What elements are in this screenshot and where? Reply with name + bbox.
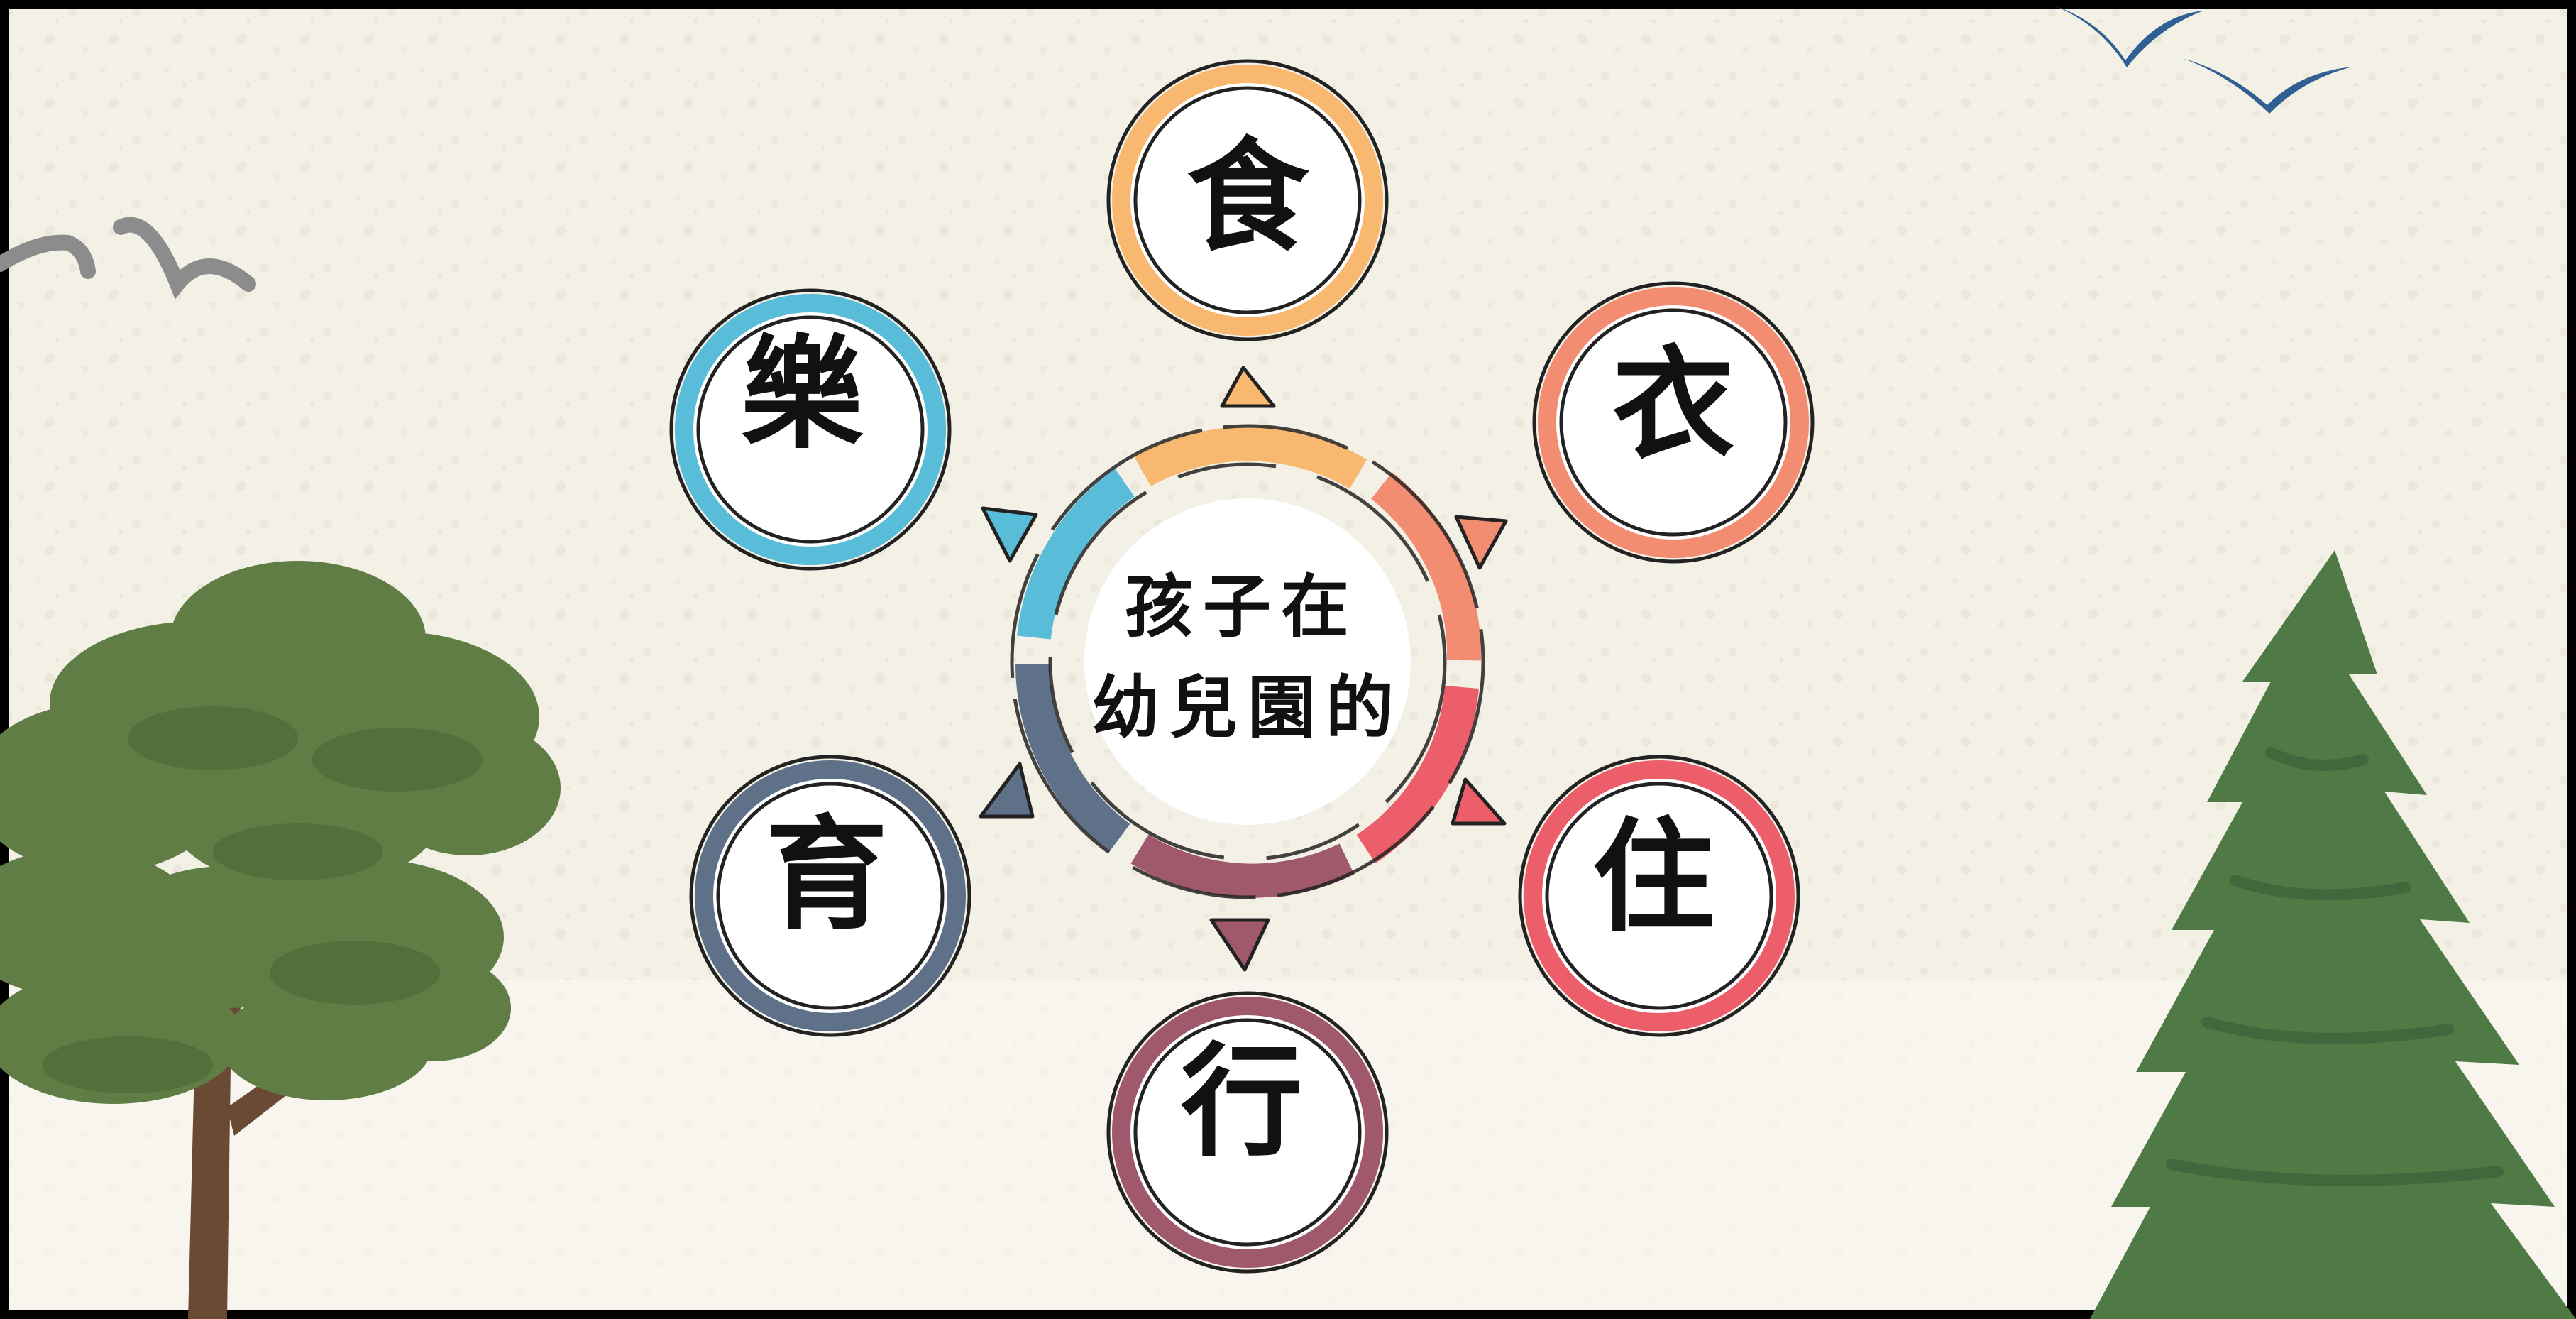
bird-blue-icon-1 bbox=[2054, 6, 2203, 67]
connector-chevrons bbox=[979, 366, 1508, 972]
node-recreation-outline-outer bbox=[669, 288, 952, 571]
chevron-education-icon bbox=[979, 762, 1035, 819]
tree-left-foliage-shade bbox=[43, 706, 483, 1093]
node-housing-label: 住 bbox=[1592, 806, 1714, 948]
node-clothing-outline-inner bbox=[1559, 308, 1788, 537]
node-food-label: 食 bbox=[1187, 126, 1310, 268]
ring-segment-education bbox=[1015, 663, 1130, 852]
center-title-line-1: 孩子在 bbox=[1125, 567, 1359, 647]
node-education-outline-outer bbox=[689, 755, 971, 1037]
node-housing-ring bbox=[1524, 760, 1795, 1031]
ring-segment-recreation bbox=[1017, 469, 1135, 640]
node-education-label: 育 bbox=[766, 804, 888, 946]
bird-grey-icon-1 bbox=[0, 234, 96, 279]
grey-birds-group bbox=[0, 217, 256, 300]
node-clothing-outline-outer bbox=[1532, 281, 1815, 564]
node-transport-outline-outer bbox=[1106, 991, 1389, 1274]
node-clothing-ring bbox=[1538, 287, 1809, 558]
ring-segment-housing bbox=[1356, 685, 1479, 863]
node-food-outline-outer bbox=[1106, 59, 1389, 341]
node-food: 食 bbox=[1106, 59, 1389, 341]
node-transport-label: 行 bbox=[1181, 1031, 1303, 1173]
node-recreation-label: 樂 bbox=[741, 323, 864, 466]
blue-birds-group bbox=[2054, 6, 2352, 114]
tree-left-foliage bbox=[0, 561, 561, 1104]
bird-grey-icon-2 bbox=[113, 217, 256, 300]
ring-segment-food bbox=[1134, 427, 1367, 489]
ring-segment-clothing bbox=[1370, 472, 1482, 661]
chevron-food-icon bbox=[1220, 366, 1276, 408]
center-ring-fill bbox=[1084, 498, 1411, 825]
node-education-outline-inner bbox=[716, 782, 945, 1010]
node-education: 育 bbox=[689, 755, 971, 1037]
tree-left-illustration bbox=[0, 561, 561, 1319]
center-ring-outline-outer bbox=[1010, 424, 1485, 899]
center-title-line-2: 幼兒園的 bbox=[1091, 668, 1404, 748]
pine-tree-shade bbox=[2166, 747, 2504, 1186]
node-recreation: 樂 bbox=[669, 288, 952, 571]
node-clothing: 衣 bbox=[1532, 281, 1815, 564]
node-transport-outline-inner bbox=[1133, 1018, 1362, 1247]
center-arrow-ring: 孩子在 幼兒園的 bbox=[1010, 424, 1485, 899]
node-housing: 住 bbox=[1518, 755, 1800, 1037]
node-transport-ring bbox=[1112, 997, 1383, 1268]
chevron-clothing-icon bbox=[1454, 515, 1508, 570]
chevron-housing-icon bbox=[1451, 777, 1507, 826]
bird-blue-icon-2 bbox=[2182, 58, 2352, 114]
node-recreation-outline-inner bbox=[696, 315, 925, 544]
node-housing-outline-outer bbox=[1518, 755, 1800, 1037]
node-food-outline-inner bbox=[1133, 86, 1362, 314]
node-food-ring bbox=[1112, 65, 1383, 336]
pine-tree-illustration bbox=[2090, 550, 2576, 1319]
node-clothing-label: 衣 bbox=[1612, 334, 1734, 476]
chevron-recreation-icon bbox=[981, 506, 1038, 563]
node-education-ring bbox=[695, 760, 966, 1031]
node-housing-outline-inner bbox=[1545, 782, 1773, 1010]
chevron-transport-icon bbox=[1209, 918, 1270, 972]
center-ring-outline-inner bbox=[1048, 462, 1447, 861]
node-recreation-ring bbox=[675, 294, 946, 565]
ring-segment-transport bbox=[1130, 834, 1355, 898]
node-transport: 行 bbox=[1106, 991, 1389, 1274]
